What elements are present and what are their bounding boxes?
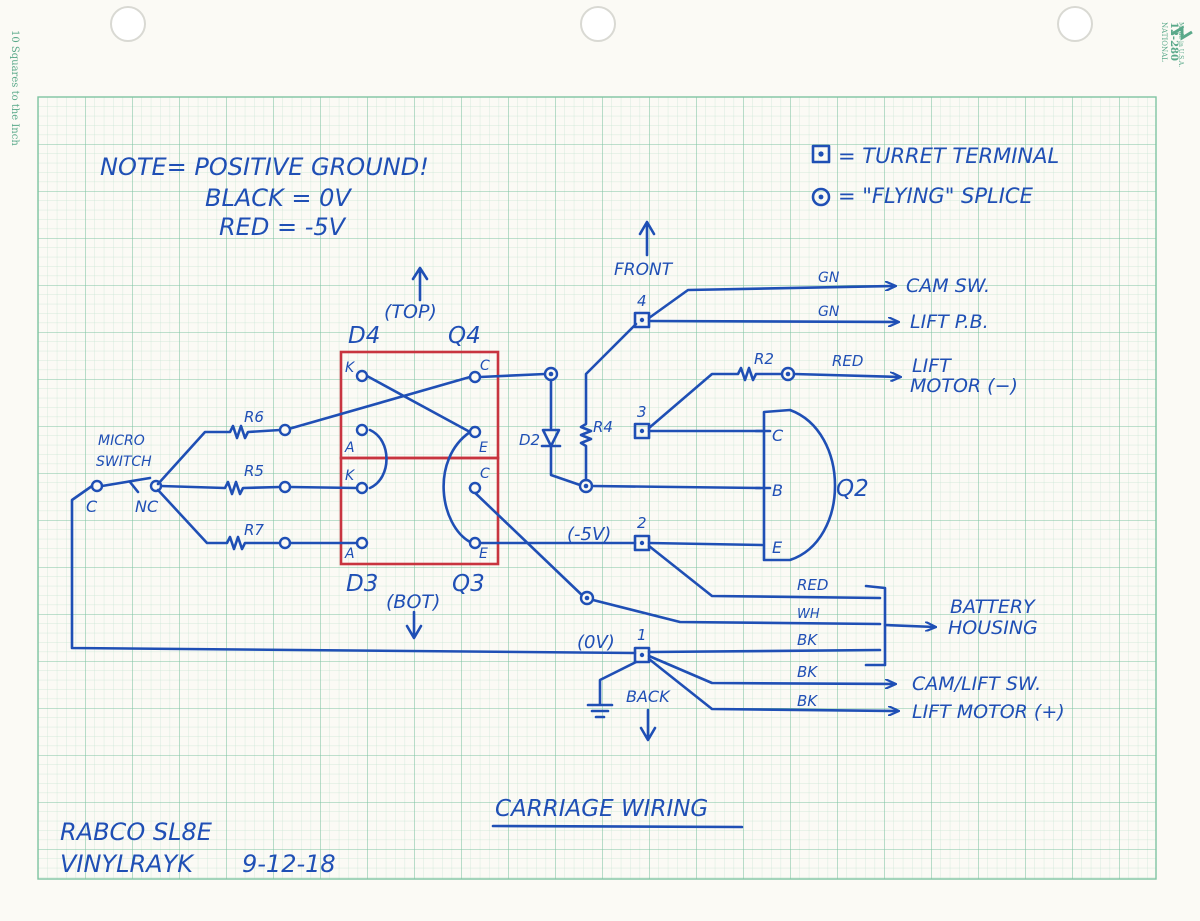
wire-label-gn-lift: GN [818, 304, 840, 320]
terminal-2-number: 2 [637, 514, 647, 532]
resistor-network [156, 423, 359, 551]
label-switch: SWITCH [96, 454, 152, 470]
dest-lift-motor-neg-1: LIFT [912, 355, 952, 377]
wire-label-wh-battery: WH [797, 607, 820, 622]
margin-note: 10 Squares to the Inch [9, 30, 20, 146]
relay-box-d3-q3 [339, 456, 500, 566]
terminal-1-number: 1 [637, 626, 647, 644]
legend-turret: = TURRET TERMINAL [838, 144, 1059, 168]
dest-lift-pb: LIFT P.B. [910, 311, 989, 333]
bot-arrow-icon [405, 610, 423, 640]
label-r5: R5 [244, 462, 264, 480]
label-q2: Q2 [836, 476, 869, 502]
terminal-2 [478, 534, 882, 600]
terminal-4-number: 4 [637, 292, 647, 310]
pin-e-q2: E [772, 538, 783, 557]
wire-switch-ground [70, 484, 637, 655]
back-arrow-icon [639, 708, 657, 742]
label-back: BACK [626, 687, 671, 706]
note-black-0v: BLACK = 0V [205, 184, 352, 212]
pin-nc-switch: NC [135, 497, 159, 516]
wire-label-bk-motor: BK [797, 692, 818, 710]
wire-label-red-motor: RED [832, 352, 863, 370]
punch-hole-right [1057, 6, 1093, 42]
diagram-title: CARRIAGE WIRING [495, 796, 708, 822]
flying-splice-legend-icon [811, 187, 831, 207]
brand-line-3: Made in U.S.A. [1177, 22, 1184, 67]
label-bot: (BOT) [386, 591, 440, 613]
wire-label-red-battery: RED [797, 576, 828, 594]
dest-battery-2: HOUSING [948, 617, 1038, 639]
punch-hole-middle [580, 6, 616, 42]
label-top: (TOP) [384, 301, 437, 323]
terminal-4 [633, 286, 898, 329]
terminal-2-label: (-5V) [567, 524, 611, 545]
label-q4: Q4 [448, 323, 481, 349]
terminal-1-label: (0V) [577, 632, 615, 653]
pin-a-lower: A [344, 546, 355, 562]
q4-d2-r4-network [478, 322, 762, 494]
label-q3: Q3 [452, 571, 485, 597]
wire-q3-battery [579, 590, 882, 626]
pin-k-upper: K [345, 360, 356, 376]
dest-cam-sw: CAM SW. [906, 275, 990, 297]
note-red-5v: RED = -5V [219, 213, 347, 241]
pin-e-upper: E [479, 440, 488, 456]
label-r4: R4 [593, 418, 613, 436]
dest-battery-1: BATTERY [950, 596, 1036, 618]
battery-bracket [864, 584, 935, 667]
pin-e-lower: E [479, 546, 488, 562]
label-r6: R6 [244, 408, 264, 426]
micro-switch [90, 476, 163, 494]
wire-label-gn-cam: GN [818, 270, 840, 286]
pin-c-lower: C [480, 466, 490, 482]
dest-lift-motor-neg-2: MOTOR (−) [910, 375, 1018, 397]
brand-logo-icon [1171, 25, 1193, 41]
brand-block: NATIONAL 12-280 Made in U.S.A. [1160, 22, 1184, 67]
pin-k-lower: K [345, 468, 356, 484]
note-positive-ground: NOTE= POSITIVE GROUND! [100, 153, 429, 181]
pin-c-upper: C [480, 358, 490, 374]
footer-author: VINYLRAYK [60, 850, 195, 878]
label-r7: R7 [244, 521, 264, 539]
terminal-3 [633, 366, 900, 440]
dest-lift-motor-pos: LIFT MOTOR (+) [912, 701, 1065, 723]
label-d2: D2 [519, 431, 540, 449]
label-d3: D3 [346, 571, 378, 597]
wire-label-bk-battery: BK [797, 631, 818, 649]
pin-b-q2: B [772, 481, 783, 500]
legend-flying: = "FLYING" SPLICE [838, 184, 1034, 208]
front-arrow-icon [638, 220, 656, 257]
dest-cam-lift-sw: CAM/LIFT SW. [912, 673, 1041, 695]
punch-hole-left [110, 6, 146, 42]
pin-a-upper: A [344, 440, 355, 456]
top-arrow-icon [411, 266, 429, 302]
label-micro: MICRO [98, 433, 145, 449]
q2-transistor [754, 408, 837, 562]
label-r2: R2 [754, 350, 774, 368]
turret-terminal-legend-icon [811, 144, 831, 164]
footer-model: RABCO SL8E [60, 818, 213, 846]
brand-line-2: 12-280 [1168, 22, 1179, 61]
terminal-3-number: 3 [637, 403, 647, 421]
pin-c-q2: C [772, 426, 784, 445]
terminal-1 [586, 646, 898, 719]
label-d4: D4 [348, 323, 380, 349]
footer-date: 9-12-18 [242, 850, 336, 878]
pin-c-switch: C [86, 497, 98, 516]
wire-label-bk-cam: BK [797, 663, 818, 681]
title-underline [491, 824, 744, 829]
label-front: FRONT [614, 260, 674, 280]
brand-line-1: NATIONAL [1160, 22, 1168, 62]
